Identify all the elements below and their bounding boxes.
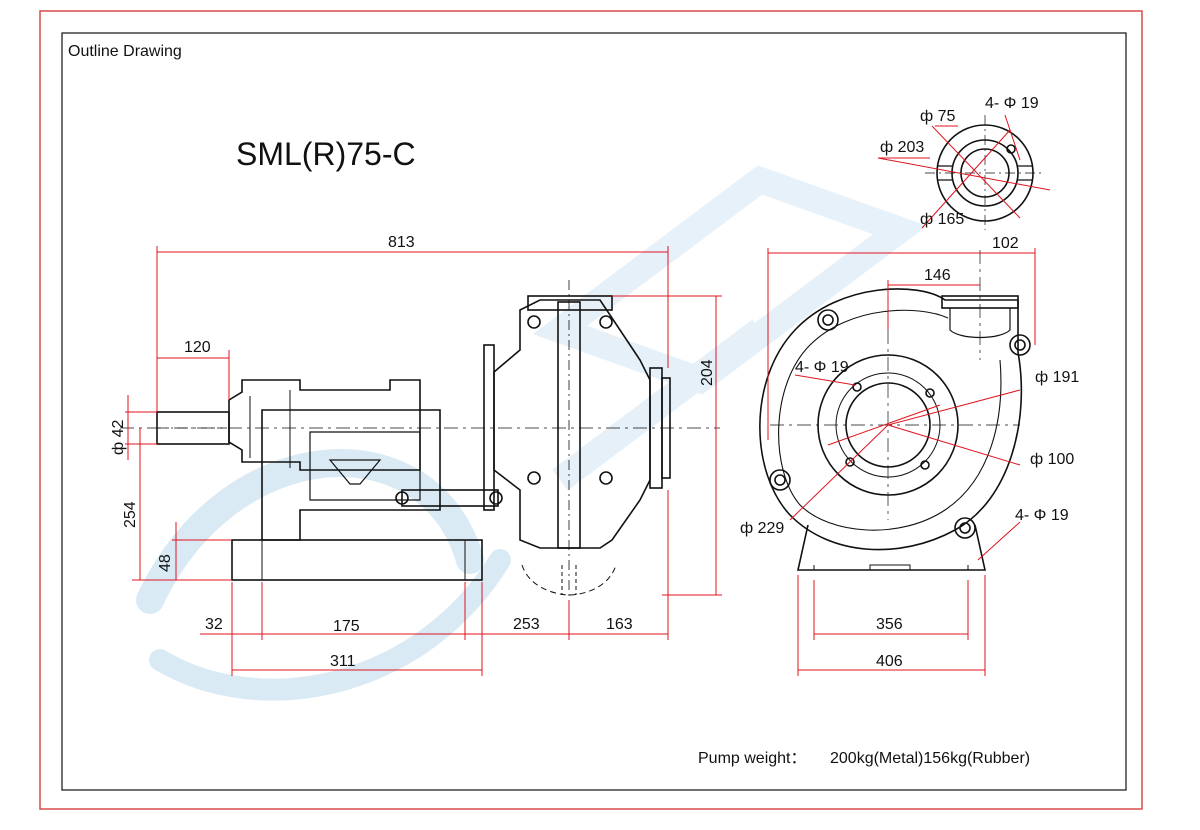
weight-value: 200kg(Metal)156kg(Rubber)	[830, 750, 1030, 767]
volute-casing	[759, 288, 1023, 551]
side-view	[120, 280, 720, 600]
weight-prefix: Pump weight：	[698, 750, 807, 767]
frame-plate	[483, 344, 495, 511]
dim-flange-holes: 4- Φ 19	[985, 95, 1039, 112]
side-dimensions	[125, 246, 722, 676]
watermark-logo	[136, 165, 928, 701]
end-dimensions	[767, 248, 1036, 676]
side-dimension-labels: 813 120 204 ф 42 254 48 32 175 253 163 3…	[110, 234, 716, 670]
dim-inlet-outer: ф 191	[1035, 369, 1079, 386]
dim-inlet-pcd: ф 229	[740, 520, 784, 537]
dim-end-base-width: 406	[876, 653, 903, 670]
dim-end-bolt-spacing: 356	[876, 616, 903, 633]
dim-flange-pcd: ф 165	[920, 211, 964, 228]
dim-flange-height: 204	[699, 359, 716, 386]
dim-shaft-height: 254	[122, 501, 139, 528]
dim-shaft-dia: ф 42	[110, 419, 127, 455]
dim-base-height: 48	[157, 554, 174, 572]
dim-bolt-spacing: 175	[333, 618, 360, 635]
panel-label: Outline Drawing	[68, 43, 182, 60]
inner-frame	[61, 32, 1127, 791]
dim-flange-bore: ф 75	[920, 108, 956, 125]
dim-foot-holes: 4- Φ 19	[1015, 507, 1069, 524]
dim-base-to-casing: 253	[513, 616, 540, 633]
flange-dimensions	[877, 114, 1051, 229]
flange-dimension-labels: ф 75 4- Φ 19 ф 203 ф 165	[880, 95, 1039, 228]
dim-shaft-extension: 120	[184, 339, 211, 356]
bearing-housing	[228, 379, 421, 471]
dim-overall-length: 813	[388, 234, 415, 251]
dim-discharge-offset: 163	[606, 616, 633, 633]
base-plate	[231, 539, 483, 581]
end-dimension-labels: 102 146 4- Φ 19 ф 191 ф 100 ф 229 4- Φ 1…	[740, 235, 1079, 670]
dim-outlet-offset: 102	[992, 235, 1019, 252]
end-pedestal	[797, 524, 986, 571]
dim-outlet-center: 146	[924, 267, 951, 284]
model-title: SML(R)75-C	[236, 136, 416, 172]
dim-base-length: 311	[330, 653, 356, 670]
dim-inlet-holes: 4- Φ 19	[795, 359, 849, 376]
outer-frame	[39, 10, 1143, 810]
dim-inlet-bore: ф 100	[1030, 451, 1074, 468]
dim-base-offset: 32	[205, 616, 223, 633]
dim-flange-outer: ф 203	[880, 139, 924, 156]
